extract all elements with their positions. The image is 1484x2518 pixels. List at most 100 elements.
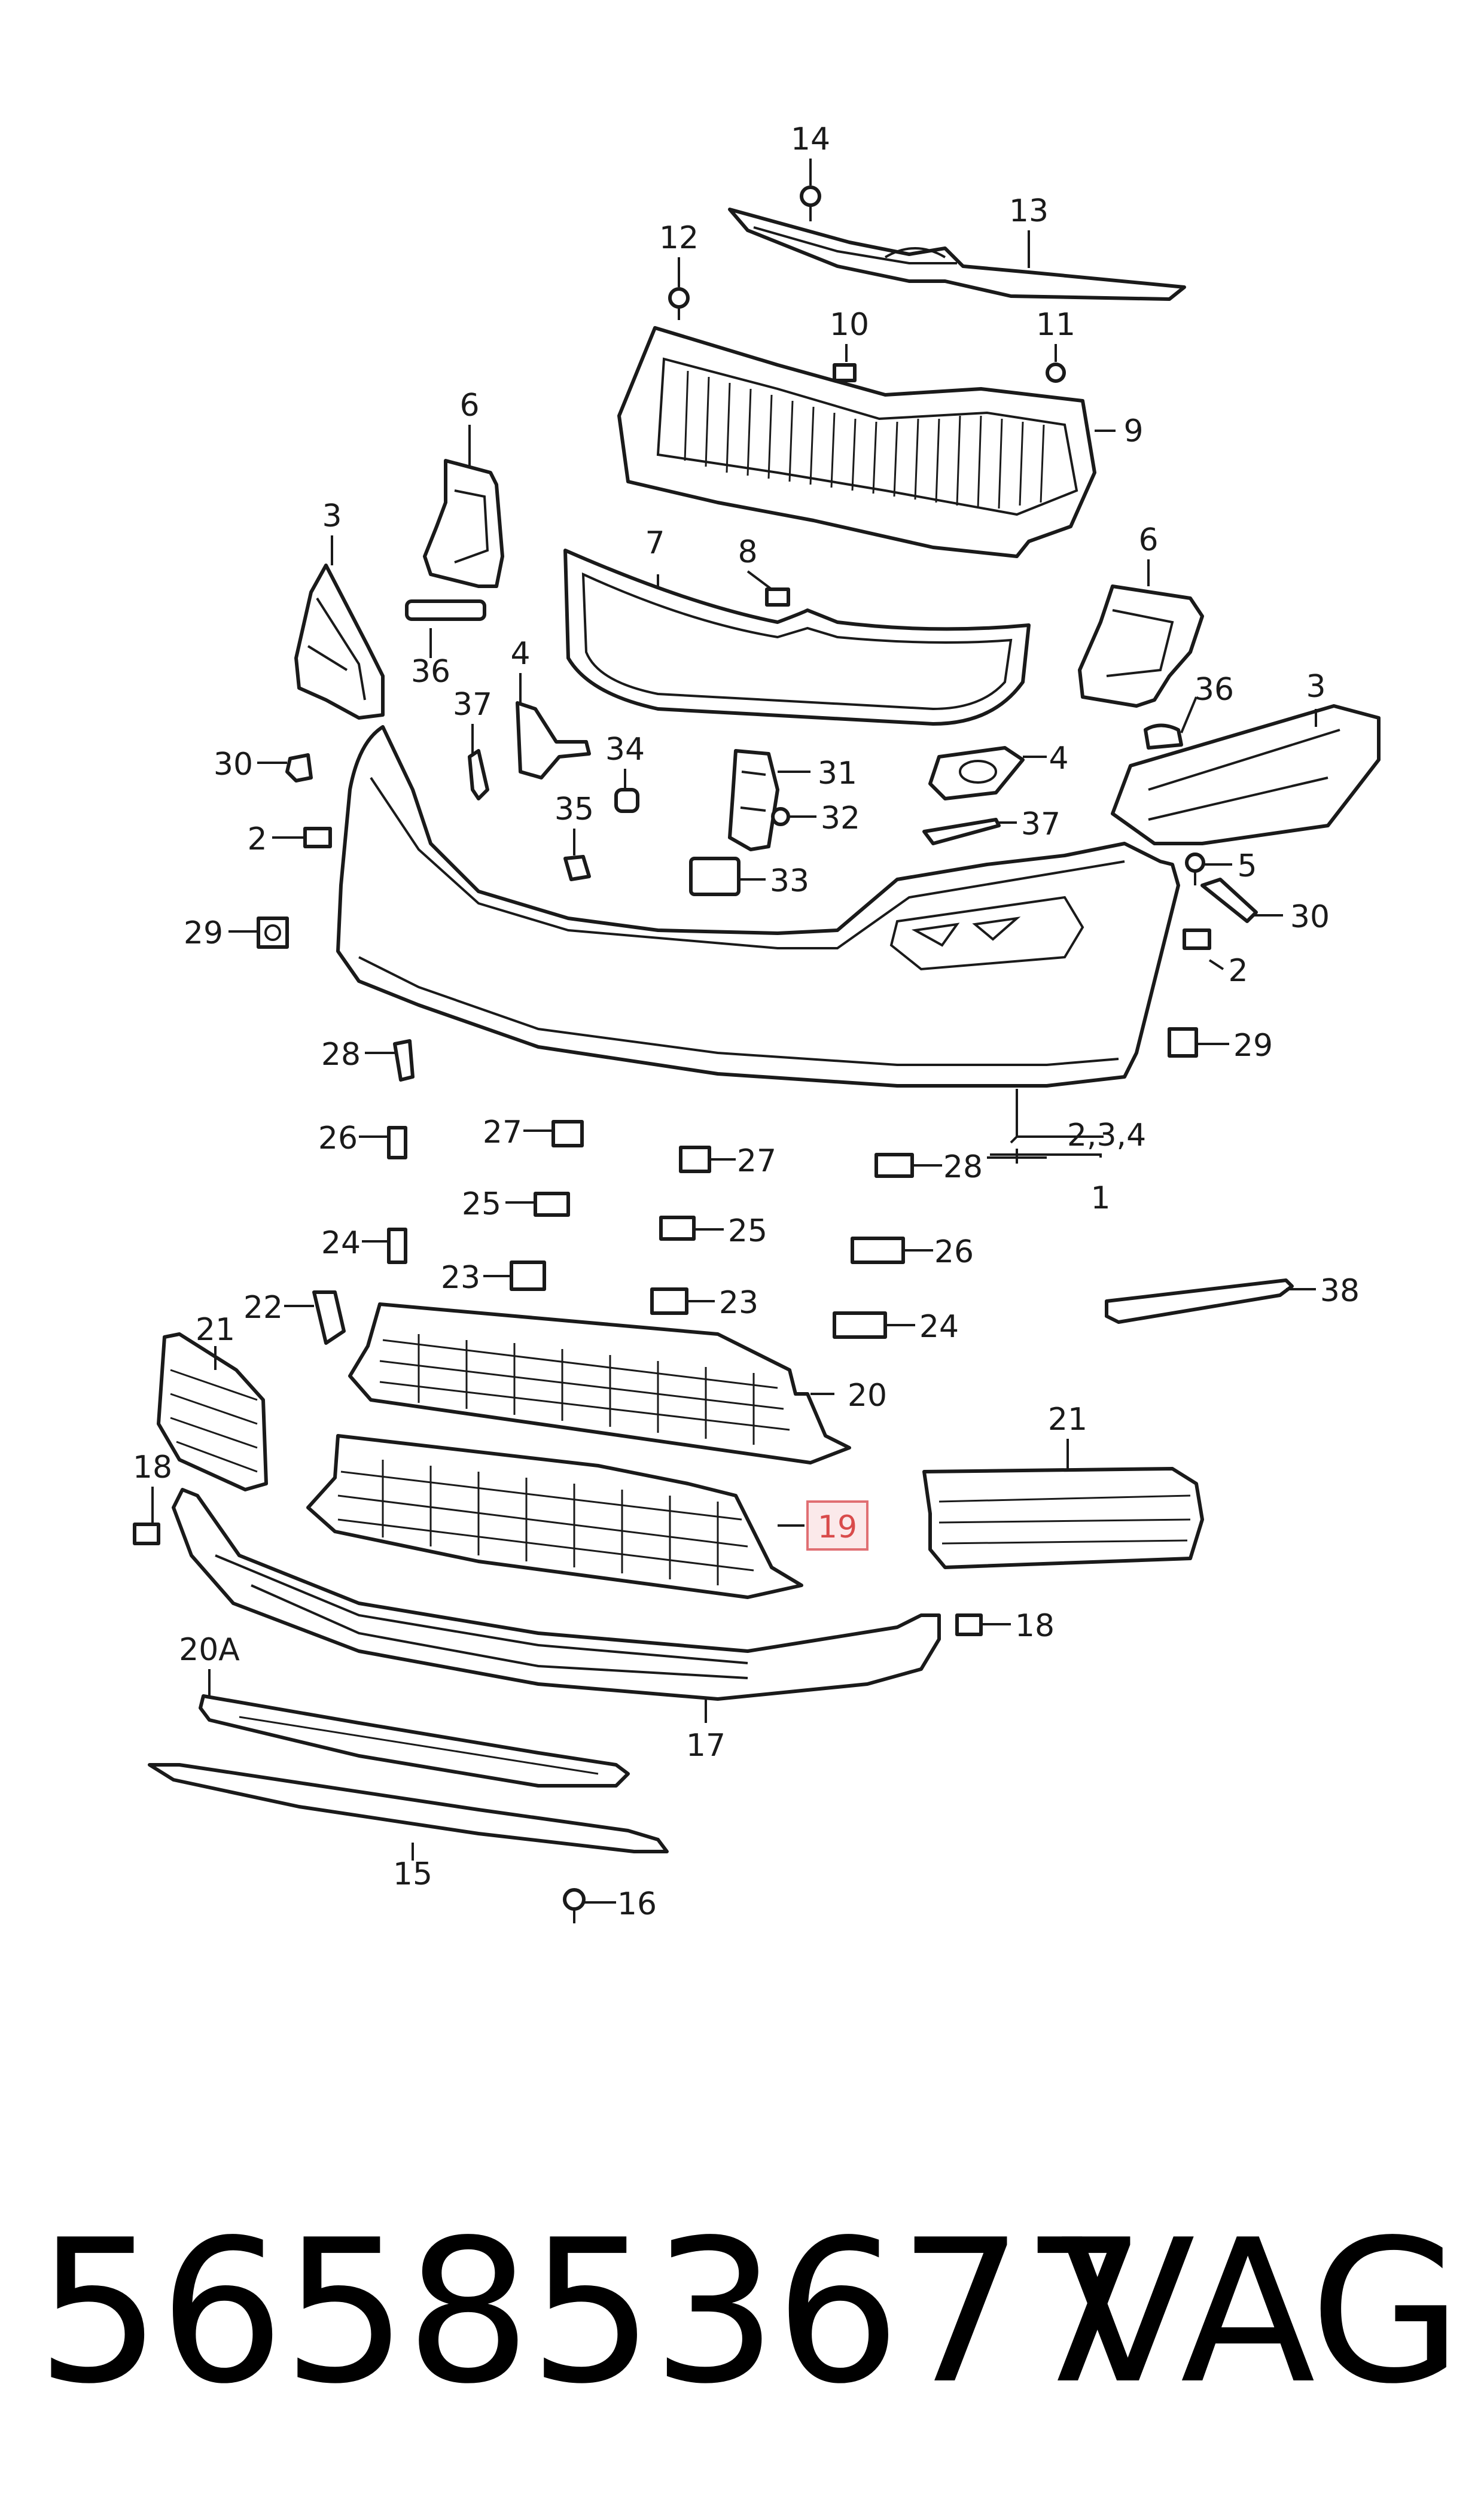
callout-15: 15 bbox=[393, 1856, 432, 1892]
callout-18-left: 18 bbox=[133, 1450, 172, 1485]
callout-18-right: 18 bbox=[1015, 1608, 1055, 1644]
part-bracket-left bbox=[423, 459, 504, 588]
callout-32: 32 bbox=[821, 800, 860, 836]
part-28-right bbox=[874, 1153, 914, 1178]
part-22 bbox=[312, 1290, 346, 1345]
part-cover-4-left bbox=[516, 701, 591, 780]
callout-27-left: 27 bbox=[483, 1115, 522, 1150]
callout-7: 7 bbox=[645, 525, 665, 561]
part-mount-right bbox=[1111, 704, 1381, 845]
callout-21-right: 21 bbox=[1048, 1402, 1087, 1438]
callout-23-right: 23 bbox=[719, 1285, 758, 1321]
callout-29-left: 29 bbox=[184, 915, 223, 951]
part-clip-2-right bbox=[1183, 928, 1211, 950]
part-bracket-right bbox=[1078, 584, 1204, 708]
callout-38: 38 bbox=[1320, 1273, 1360, 1309]
part-clip-18-right bbox=[955, 1613, 983, 1636]
callout-23-left: 23 bbox=[441, 1260, 480, 1296]
callout-20A: 20A bbox=[179, 1632, 240, 1668]
callout-5: 5 bbox=[1237, 848, 1257, 884]
part-26-left bbox=[387, 1126, 407, 1159]
callout-30-right: 30 bbox=[1290, 899, 1330, 935]
callout-25-right: 25 bbox=[728, 1213, 767, 1249]
part-38-strip bbox=[1105, 1278, 1294, 1324]
part-cover-4-right bbox=[928, 746, 1025, 800]
callout-24-right: 24 bbox=[919, 1309, 959, 1345]
callout-4-right: 4 bbox=[1049, 741, 1068, 777]
part-34 bbox=[614, 788, 639, 813]
callout-20: 20 bbox=[848, 1378, 887, 1414]
callout-9: 9 bbox=[1123, 413, 1143, 449]
part-grille-19 bbox=[306, 1434, 803, 1599]
part-23-right bbox=[650, 1287, 688, 1315]
callout-37-right: 37 bbox=[1021, 806, 1061, 842]
part-bumper-cover bbox=[336, 725, 1180, 1088]
callout-29-right: 29 bbox=[1233, 1028, 1273, 1064]
callout-6-left: 6 bbox=[459, 388, 479, 424]
part-screw-grille bbox=[668, 287, 690, 320]
callout-36-right: 36 bbox=[1194, 672, 1234, 708]
part-25-left bbox=[534, 1192, 570, 1217]
part-37-left bbox=[468, 749, 489, 800]
callout-10: 10 bbox=[830, 307, 869, 343]
callout-2-left: 2 bbox=[247, 821, 267, 857]
callout-2-3-4: 2,3,4 bbox=[1067, 1118, 1146, 1153]
callout-26-right: 26 bbox=[934, 1234, 974, 1270]
part-29-right bbox=[1168, 1027, 1198, 1058]
part-37-right bbox=[922, 818, 1001, 845]
part-number: 565853677 bbox=[36, 2197, 1147, 2427]
part-screw-grille-right bbox=[1046, 363, 1066, 383]
part-spoiler-17 bbox=[172, 1488, 941, 1701]
callout-19: 19 bbox=[818, 1509, 857, 1545]
part-26-right bbox=[851, 1237, 905, 1264]
part-screw-32 bbox=[771, 807, 790, 826]
callout-14: 14 bbox=[791, 121, 830, 157]
part-grille-21-right bbox=[922, 1467, 1204, 1569]
part-29-left bbox=[257, 917, 289, 949]
part-screw-16 bbox=[563, 1888, 586, 1923]
callout-3-right: 3 bbox=[1306, 669, 1325, 705]
callout-4-left: 4 bbox=[510, 636, 530, 672]
callout-34: 34 bbox=[605, 732, 645, 768]
part-30-right bbox=[1200, 878, 1258, 923]
part-strip-20A bbox=[199, 1694, 630, 1788]
part-bracket-31 bbox=[728, 749, 779, 851]
part-35 bbox=[563, 855, 591, 881]
part-30-left bbox=[285, 753, 313, 783]
callout-24-left: 24 bbox=[321, 1225, 361, 1261]
callout-11: 11 bbox=[1036, 307, 1075, 343]
part-screw-5 bbox=[1185, 852, 1205, 885]
callout-13: 13 bbox=[1009, 193, 1049, 229]
callout-37-left: 37 bbox=[453, 687, 492, 723]
part-screw-top bbox=[800, 185, 821, 221]
callout-28-left: 28 bbox=[321, 1037, 361, 1073]
part-clip-18-left bbox=[133, 1523, 160, 1545]
callout-8: 8 bbox=[738, 534, 757, 570]
part-grille-21-left bbox=[157, 1332, 268, 1491]
callout-26-left: 26 bbox=[318, 1121, 358, 1156]
part-grille-frame bbox=[563, 549, 1031, 726]
part-24-left bbox=[387, 1228, 407, 1264]
callout-3-left: 3 bbox=[322, 498, 342, 534]
callout-1: 1 bbox=[1090, 1180, 1110, 1216]
part-27-left bbox=[551, 1120, 584, 1147]
part-24-right bbox=[833, 1311, 887, 1339]
callout-25-left: 25 bbox=[462, 1186, 501, 1222]
brand-name: VAG bbox=[1060, 2197, 1462, 2427]
part-clip-36-right bbox=[1144, 723, 1183, 750]
callout-36-left: 36 bbox=[411, 654, 450, 690]
part-23-left bbox=[510, 1260, 546, 1291]
callout-27-right: 27 bbox=[737, 1143, 776, 1179]
part-radiator-grille bbox=[617, 326, 1096, 558]
part-grille-20 bbox=[348, 1302, 851, 1464]
callout-30-left: 30 bbox=[214, 747, 253, 783]
part-strip-15 bbox=[148, 1763, 669, 1853]
callout-17: 17 bbox=[686, 1728, 726, 1764]
part-clip-frame bbox=[765, 587, 790, 607]
callout-2-right: 2 bbox=[1228, 953, 1248, 989]
callout-12: 12 bbox=[659, 220, 699, 256]
callout-22: 22 bbox=[243, 1290, 283, 1326]
callout-28-right: 28 bbox=[943, 1149, 983, 1185]
part-mount-left bbox=[294, 564, 385, 720]
